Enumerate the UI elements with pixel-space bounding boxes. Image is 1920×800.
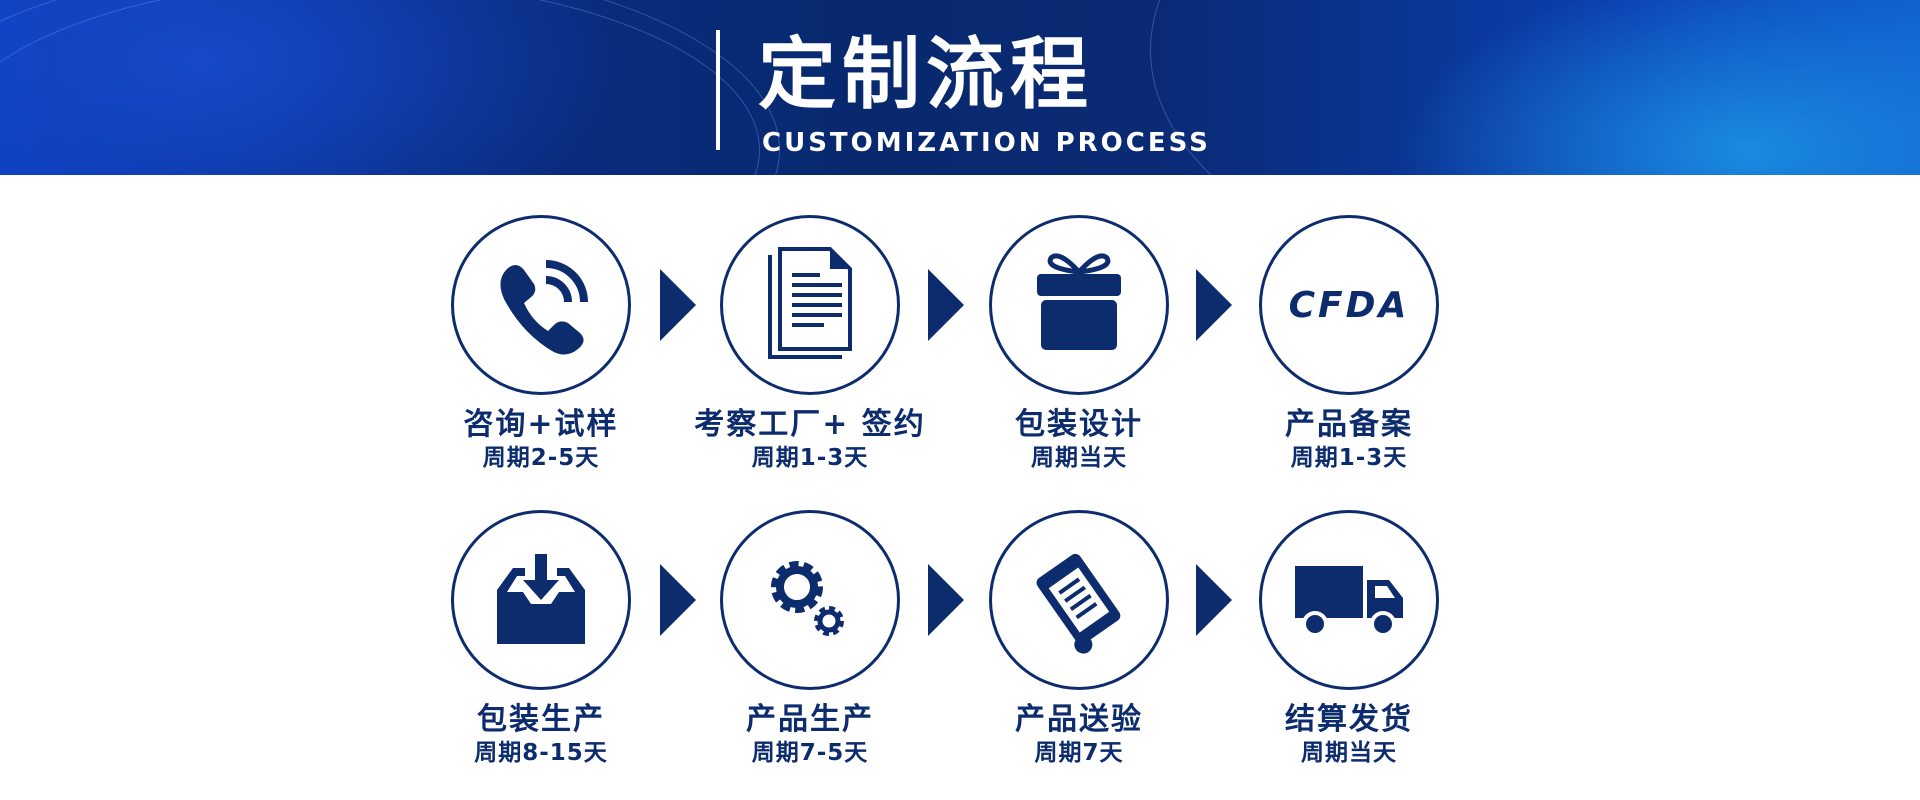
step-circle: [720, 215, 900, 395]
step-label: 结算发货: [1285, 702, 1413, 737]
title-divider: [716, 30, 720, 150]
decorative-wave: [1150, 0, 1920, 175]
step-package-production: 包装生产 周期8-15天: [411, 510, 671, 768]
step-period: 周期7-5天: [751, 740, 869, 766]
step-period: 周期当天: [1031, 445, 1127, 471]
step-filing: CFDA 产品备案 周期1-3天: [1219, 215, 1479, 473]
scroll-icon: [1036, 553, 1121, 654]
step-circle: [451, 215, 631, 395]
step-period: 周期2-5天: [482, 445, 600, 471]
step-period: 周期1-3天: [751, 445, 869, 471]
arrow-right-icon: [1196, 564, 1232, 636]
step-circle: [989, 510, 1169, 690]
step-circle: [451, 510, 631, 690]
step-label: 产品送验: [1015, 702, 1143, 737]
step-period: 周期1-3天: [1290, 445, 1408, 471]
phone-icon: [500, 260, 588, 355]
step-label: 包装生产: [477, 702, 605, 737]
step-settle-ship: 结算发货 周期当天: [1219, 510, 1479, 768]
header-banner: 定制流程 CUSTOMIZATION PROCESS: [0, 0, 1920, 175]
arrow-right-icon: [928, 269, 964, 341]
step-circle: [720, 510, 900, 690]
truck-icon: [1295, 566, 1403, 637]
inbox-download-icon: [497, 554, 585, 644]
step-period: 周期7天: [1034, 740, 1124, 766]
step-circle: CFDA: [1259, 215, 1439, 395]
page-title: 定制流程: [758, 30, 1095, 120]
arrow-right-icon: [660, 269, 696, 341]
arrow-right-icon: [1196, 269, 1232, 341]
step-package-design: 包装设计 周期当天: [949, 215, 1209, 473]
step-period: 周期当天: [1301, 740, 1397, 766]
step-product-production: 产品生产 周期7-5天: [680, 510, 940, 768]
arrow-right-icon: [660, 564, 696, 636]
cfda-icon: CFDA: [1288, 284, 1410, 326]
step-label: 包装设计: [1015, 407, 1143, 442]
step-period: 周期8-15天: [474, 740, 608, 766]
gears-icon: [771, 561, 844, 636]
gift-icon: [1037, 253, 1121, 350]
step-label: 产品备案: [1285, 407, 1413, 442]
step-consult: 咨询+试样 周期2-5天: [411, 215, 671, 473]
step-inspection: 产品送验 周期7天: [949, 510, 1209, 768]
document-icon: [768, 247, 852, 359]
step-circle: [1259, 510, 1439, 690]
step-circle: [989, 215, 1169, 395]
step-label: 咨询+试样: [463, 407, 619, 442]
page-subtitle: CUSTOMIZATION PROCESS: [762, 128, 1211, 158]
arrow-right-icon: [928, 564, 964, 636]
step-label: 考察工厂+ 签约: [694, 407, 926, 442]
step-inspect-sign: 考察工厂+ 签约 周期1-3天: [680, 215, 940, 473]
step-label: 产品生产: [746, 702, 874, 737]
